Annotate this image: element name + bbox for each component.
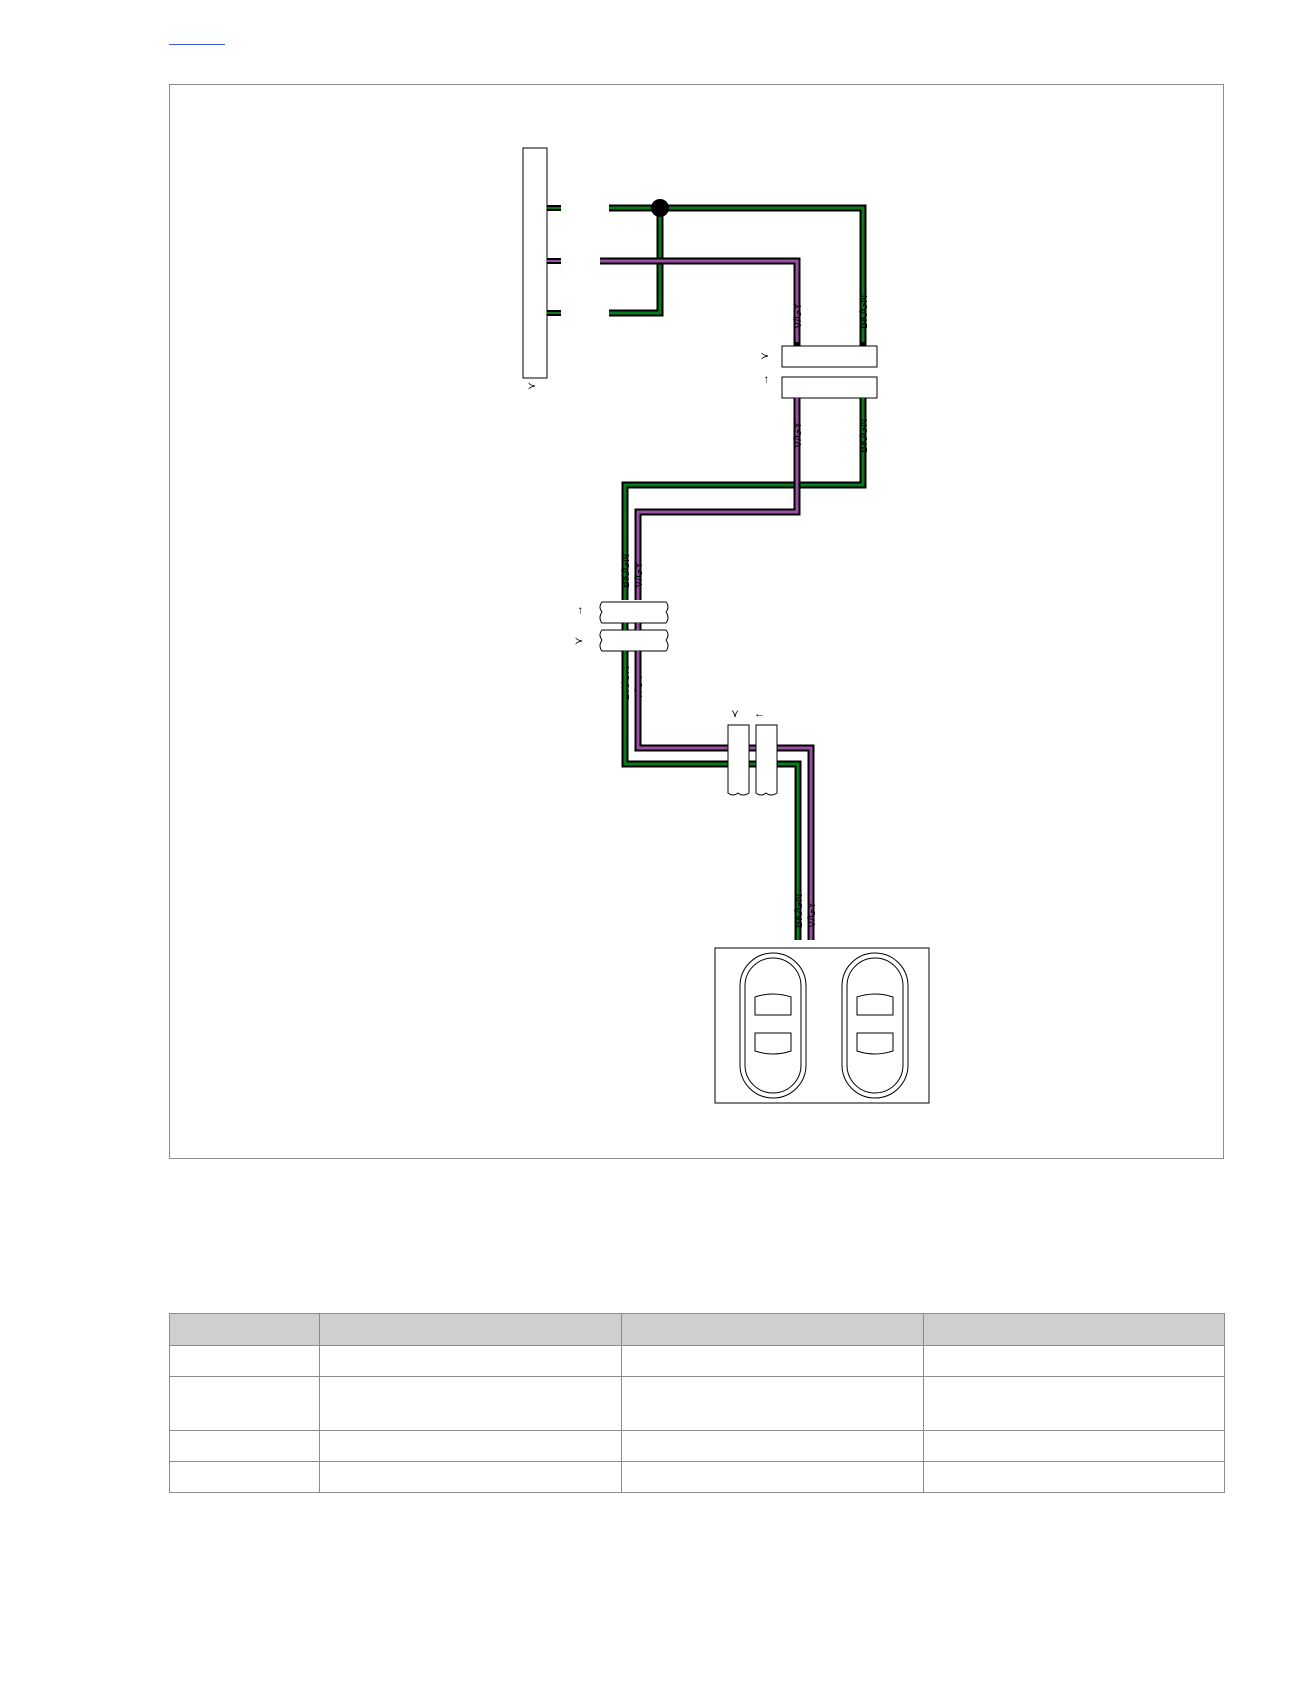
table-cell: [621, 1376, 924, 1431]
inline-connector-lower: [781, 376, 878, 399]
wire-label: V/GY: [633, 561, 645, 588]
top-link[interactable]: [169, 30, 225, 45]
wire-stubs-upper: [793, 342, 867, 346]
wire-v-gy-lower: [634, 651, 815, 940]
connector-symbol: →: [573, 605, 585, 616]
connector-symbol: ⋎: [573, 637, 585, 645]
connector-symbol: ←: [754, 708, 765, 720]
table-header-cell: [923, 1313, 1225, 1346]
table-cell: [319, 1376, 622, 1431]
table-header-row: [169, 1313, 1225, 1346]
connector-table: [169, 1313, 1225, 1493]
wire-v-gy-top: [600, 257, 801, 342]
inline-connector-mid-upper: [599, 601, 669, 624]
table-cell: [319, 1345, 622, 1377]
wire-label: BK/GN: [858, 295, 870, 329]
wire-bk-gn-lower: [621, 651, 802, 940]
table-header-cell: [319, 1313, 622, 1346]
wiring-diagram-svg: ⋎ V/GY BK/GN ⋎ →: [522, 147, 930, 1104]
wire-label: V/GY: [792, 421, 804, 448]
table-cell: [621, 1345, 924, 1377]
table-header-cell: [169, 1313, 320, 1346]
table-cell: [621, 1430, 924, 1462]
table-cell: [319, 1430, 622, 1462]
table-cell: [923, 1430, 1225, 1462]
module-pin-stubs: [547, 205, 561, 316]
table-cell: [319, 1461, 622, 1493]
wire-v-gy-mid: [634, 398, 801, 600]
wire-label: V/GY: [792, 302, 804, 329]
wiring-diagram: ⋎ V/GY BK/GN ⋎ →: [169, 84, 1224, 1159]
splice-node: [651, 199, 669, 217]
inline-connector-upper: [781, 345, 878, 368]
wire-bk-gn-mid: [621, 398, 867, 600]
table-cell: [169, 1345, 320, 1377]
wire-through-mid: [621, 623, 642, 630]
wire-bk-gn-top: [609, 204, 867, 342]
connector-symbol: →: [759, 374, 771, 385]
table-row: [169, 1345, 1225, 1377]
table-cell: [923, 1345, 1225, 1377]
inline-connector-right-a: [727, 724, 750, 796]
table-header-cell: [621, 1313, 924, 1346]
table-cell: [169, 1461, 320, 1493]
table-cell: [923, 1376, 1225, 1431]
connector-symbol: ⋎: [759, 352, 771, 360]
table-cell: [169, 1430, 320, 1462]
table-cell: [621, 1461, 924, 1493]
control-module: [522, 147, 548, 379]
wire-label: BK/GN: [620, 554, 632, 588]
wire-label: V/GY: [806, 901, 818, 928]
wire-label: BK/GN: [858, 419, 870, 453]
table-cell: [169, 1376, 320, 1431]
window-switch-panel: [714, 947, 930, 1104]
table-row: [169, 1461, 1225, 1493]
table-row: [169, 1430, 1225, 1462]
table-cell: [923, 1461, 1225, 1493]
connector-symbol: ⋎: [731, 708, 739, 720]
inline-connector-mid-lower: [599, 629, 669, 652]
table-row: [169, 1376, 1225, 1431]
wire-label: BK/GN: [793, 894, 805, 928]
connector-symbol: ⋎: [526, 382, 538, 390]
inline-connector-right-b: [755, 724, 778, 796]
